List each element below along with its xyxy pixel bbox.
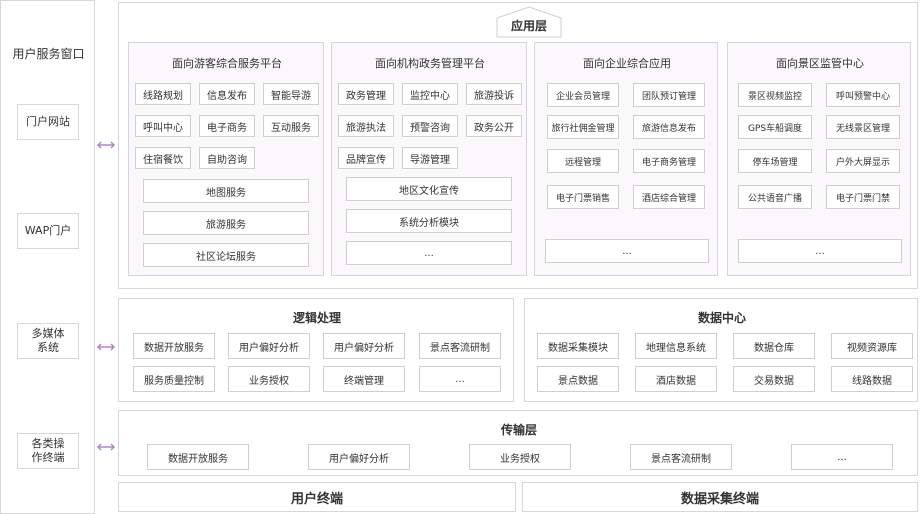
logic-box: 服务质量控制 — [133, 366, 215, 392]
data-center-panel: 数据中心 数据采集模块 地理信息系统 数据仓库 视频资源库 景点数据 酒店数据 … — [524, 298, 918, 402]
logic-box: 终端管理 — [323, 366, 405, 392]
service-box: 呼叫预警中心 — [826, 83, 900, 107]
double-arrow-icon — [97, 343, 115, 351]
operation-terminals-label: 各类操 作终端 — [31, 437, 65, 464]
data-box: 数据采集模块 — [537, 333, 619, 359]
service-box: 监控中心 — [402, 83, 458, 105]
government-management-platform: 面向机构政务管理平台 政务管理 监控中心 旅游投诉 旅游执法 预警咨询 政务公开… — [331, 42, 527, 276]
user-service-window-title: 用户服务窗口 — [12, 47, 85, 61]
service-box: 电子商务管理 — [633, 149, 705, 173]
data-box: 景点数据 — [537, 366, 619, 392]
more-placeholder: ... — [419, 366, 501, 392]
transport-box: 用户偏好分析 — [308, 444, 410, 470]
portal-website-label: 门户网站 — [26, 115, 70, 128]
service-box: GPS车船调度 — [738, 115, 812, 139]
transport-box: 数据开放服务 — [147, 444, 249, 470]
service-box-wide: 地图服务 — [143, 179, 309, 203]
service-box: 无线景区管理 — [826, 115, 900, 139]
service-box: 呼叫中心 — [135, 115, 191, 137]
data-box: 数据仓库 — [733, 333, 815, 359]
service-box: 品牌宣传 — [338, 147, 394, 169]
more-placeholder: ... — [545, 239, 709, 263]
service-box: 团队预订管理 — [633, 83, 705, 107]
service-box-wide: 旅游服务 — [143, 211, 309, 235]
service-box: 导游管理 — [402, 147, 458, 169]
transport-box: 业务授权 — [469, 444, 571, 470]
service-box: 预警咨询 — [402, 115, 458, 137]
data-collection-terminal-label: 数据采集终端 — [680, 491, 759, 507]
multimedia-system-label: 多媒体 系统 — [31, 327, 65, 354]
service-box: 电子商务 — [199, 115, 255, 137]
service-box: 景区视频监控 — [738, 83, 812, 107]
transport-layer-title: 传输层 — [500, 423, 537, 437]
service-box: 互动服务 — [263, 115, 319, 137]
service-box: 电子门票门禁 — [826, 185, 900, 209]
more-placeholder: ... — [738, 239, 902, 263]
data-box: 地理信息系统 — [635, 333, 717, 359]
service-box: 户外大屏显示 — [826, 149, 900, 173]
service-box: 企业会员管理 — [547, 83, 619, 107]
logic-box: 用户偏好分析 — [323, 333, 405, 359]
transport-box: 景点客流研制 — [630, 444, 732, 470]
double-arrow-icon — [97, 443, 115, 451]
service-box: 旅游信息发布 — [633, 115, 705, 139]
service-box: 住宿餐饮 — [135, 147, 191, 169]
data-box: 线路数据 — [831, 366, 913, 392]
logic-box: 业务授权 — [228, 366, 310, 392]
data-center-title: 数据中心 — [697, 311, 746, 325]
service-box-wide: 系统分析模块 — [346, 209, 512, 233]
tourist-service-platform: 面向游客综合服务平台 线路规划 信息发布 智能导游 呼叫中心 电子商务 互动服务… — [128, 42, 324, 276]
data-box: 酒店数据 — [635, 366, 717, 392]
wap-portal: WAP门户 — [17, 213, 79, 249]
data-collection-terminal: 数据采集终端 — [522, 482, 918, 512]
logic-processing-panel: 逻辑处理 数据开放服务 用户偏好分析 用户偏好分析 景点客流研制 服务质量控制 … — [118, 298, 514, 402]
service-box: 自助咨询 — [199, 147, 255, 169]
service-box: 公共语音广播 — [738, 185, 812, 209]
scenic-supervision-title: 面向景区监管中心 — [776, 57, 864, 70]
scenic-supervision-center: 面向景区监管中心 景区视频监控 呼叫预警中心 GPS车船调度 无线景区管理 停车… — [727, 42, 911, 276]
enterprise-title: 面向企业综合应用 — [583, 57, 671, 70]
transport-layer-panel: 传输层 数据开放服务 用户偏好分析 业务授权 景点客流研制 ... — [118, 410, 918, 476]
app-layer-title-shape — [496, 6, 562, 38]
logic-box: 景点客流研制 — [419, 333, 501, 359]
portal-website: 门户网站 — [17, 104, 79, 140]
wap-portal-label: WAP门户 — [24, 224, 72, 237]
app-layer-title: 应用层 — [510, 19, 547, 33]
logic-processing-title: 逻辑处理 — [292, 311, 341, 325]
double-arrow-icon — [97, 141, 115, 149]
service-box-wide: 社区论坛服务 — [143, 243, 309, 267]
user-terminal: 用户终端 — [118, 482, 516, 512]
more-placeholder: ... — [791, 444, 893, 470]
data-box: 交易数据 — [733, 366, 815, 392]
enterprise-application: 面向企业综合应用 企业会员管理 团队预订管理 旅行社佣金管理 旅游信息发布 远程… — [534, 42, 718, 276]
more-placeholder: ... — [346, 241, 512, 265]
multimedia-system: 多媒体 系统 — [17, 323, 79, 359]
service-box: 电子门票销售 — [547, 185, 619, 209]
data-box: 视频资源库 — [831, 333, 913, 359]
service-box: 远程管理 — [547, 149, 619, 173]
service-box-wide: 地区文化宣传 — [346, 177, 512, 201]
service-box: 酒店综合管理 — [633, 185, 705, 209]
service-box: 线路规划 — [135, 83, 191, 105]
user-terminal-label: 用户终端 — [290, 491, 343, 507]
government-platform-title: 面向机构政务管理平台 — [375, 57, 485, 70]
logic-box: 数据开放服务 — [133, 333, 215, 359]
service-box: 政务管理 — [338, 83, 394, 105]
service-box: 旅游投诉 — [466, 83, 522, 105]
logic-box: 用户偏好分析 — [228, 333, 310, 359]
service-box: 旅行社佣金管理 — [547, 115, 619, 139]
tourist-platform-title: 面向游客综合服务平台 — [172, 57, 282, 70]
service-box: 停车场管理 — [738, 149, 812, 173]
service-box: 政务公开 — [466, 115, 522, 137]
service-box: 信息发布 — [199, 83, 255, 105]
service-box: 智能导游 — [263, 83, 319, 105]
user-service-window-panel: 用户服务窗口 门户网站 WAP门户 多媒体 系统 各类操 作终端 — [0, 0, 95, 514]
operation-terminals: 各类操 作终端 — [17, 433, 79, 469]
service-box: 旅游执法 — [338, 115, 394, 137]
